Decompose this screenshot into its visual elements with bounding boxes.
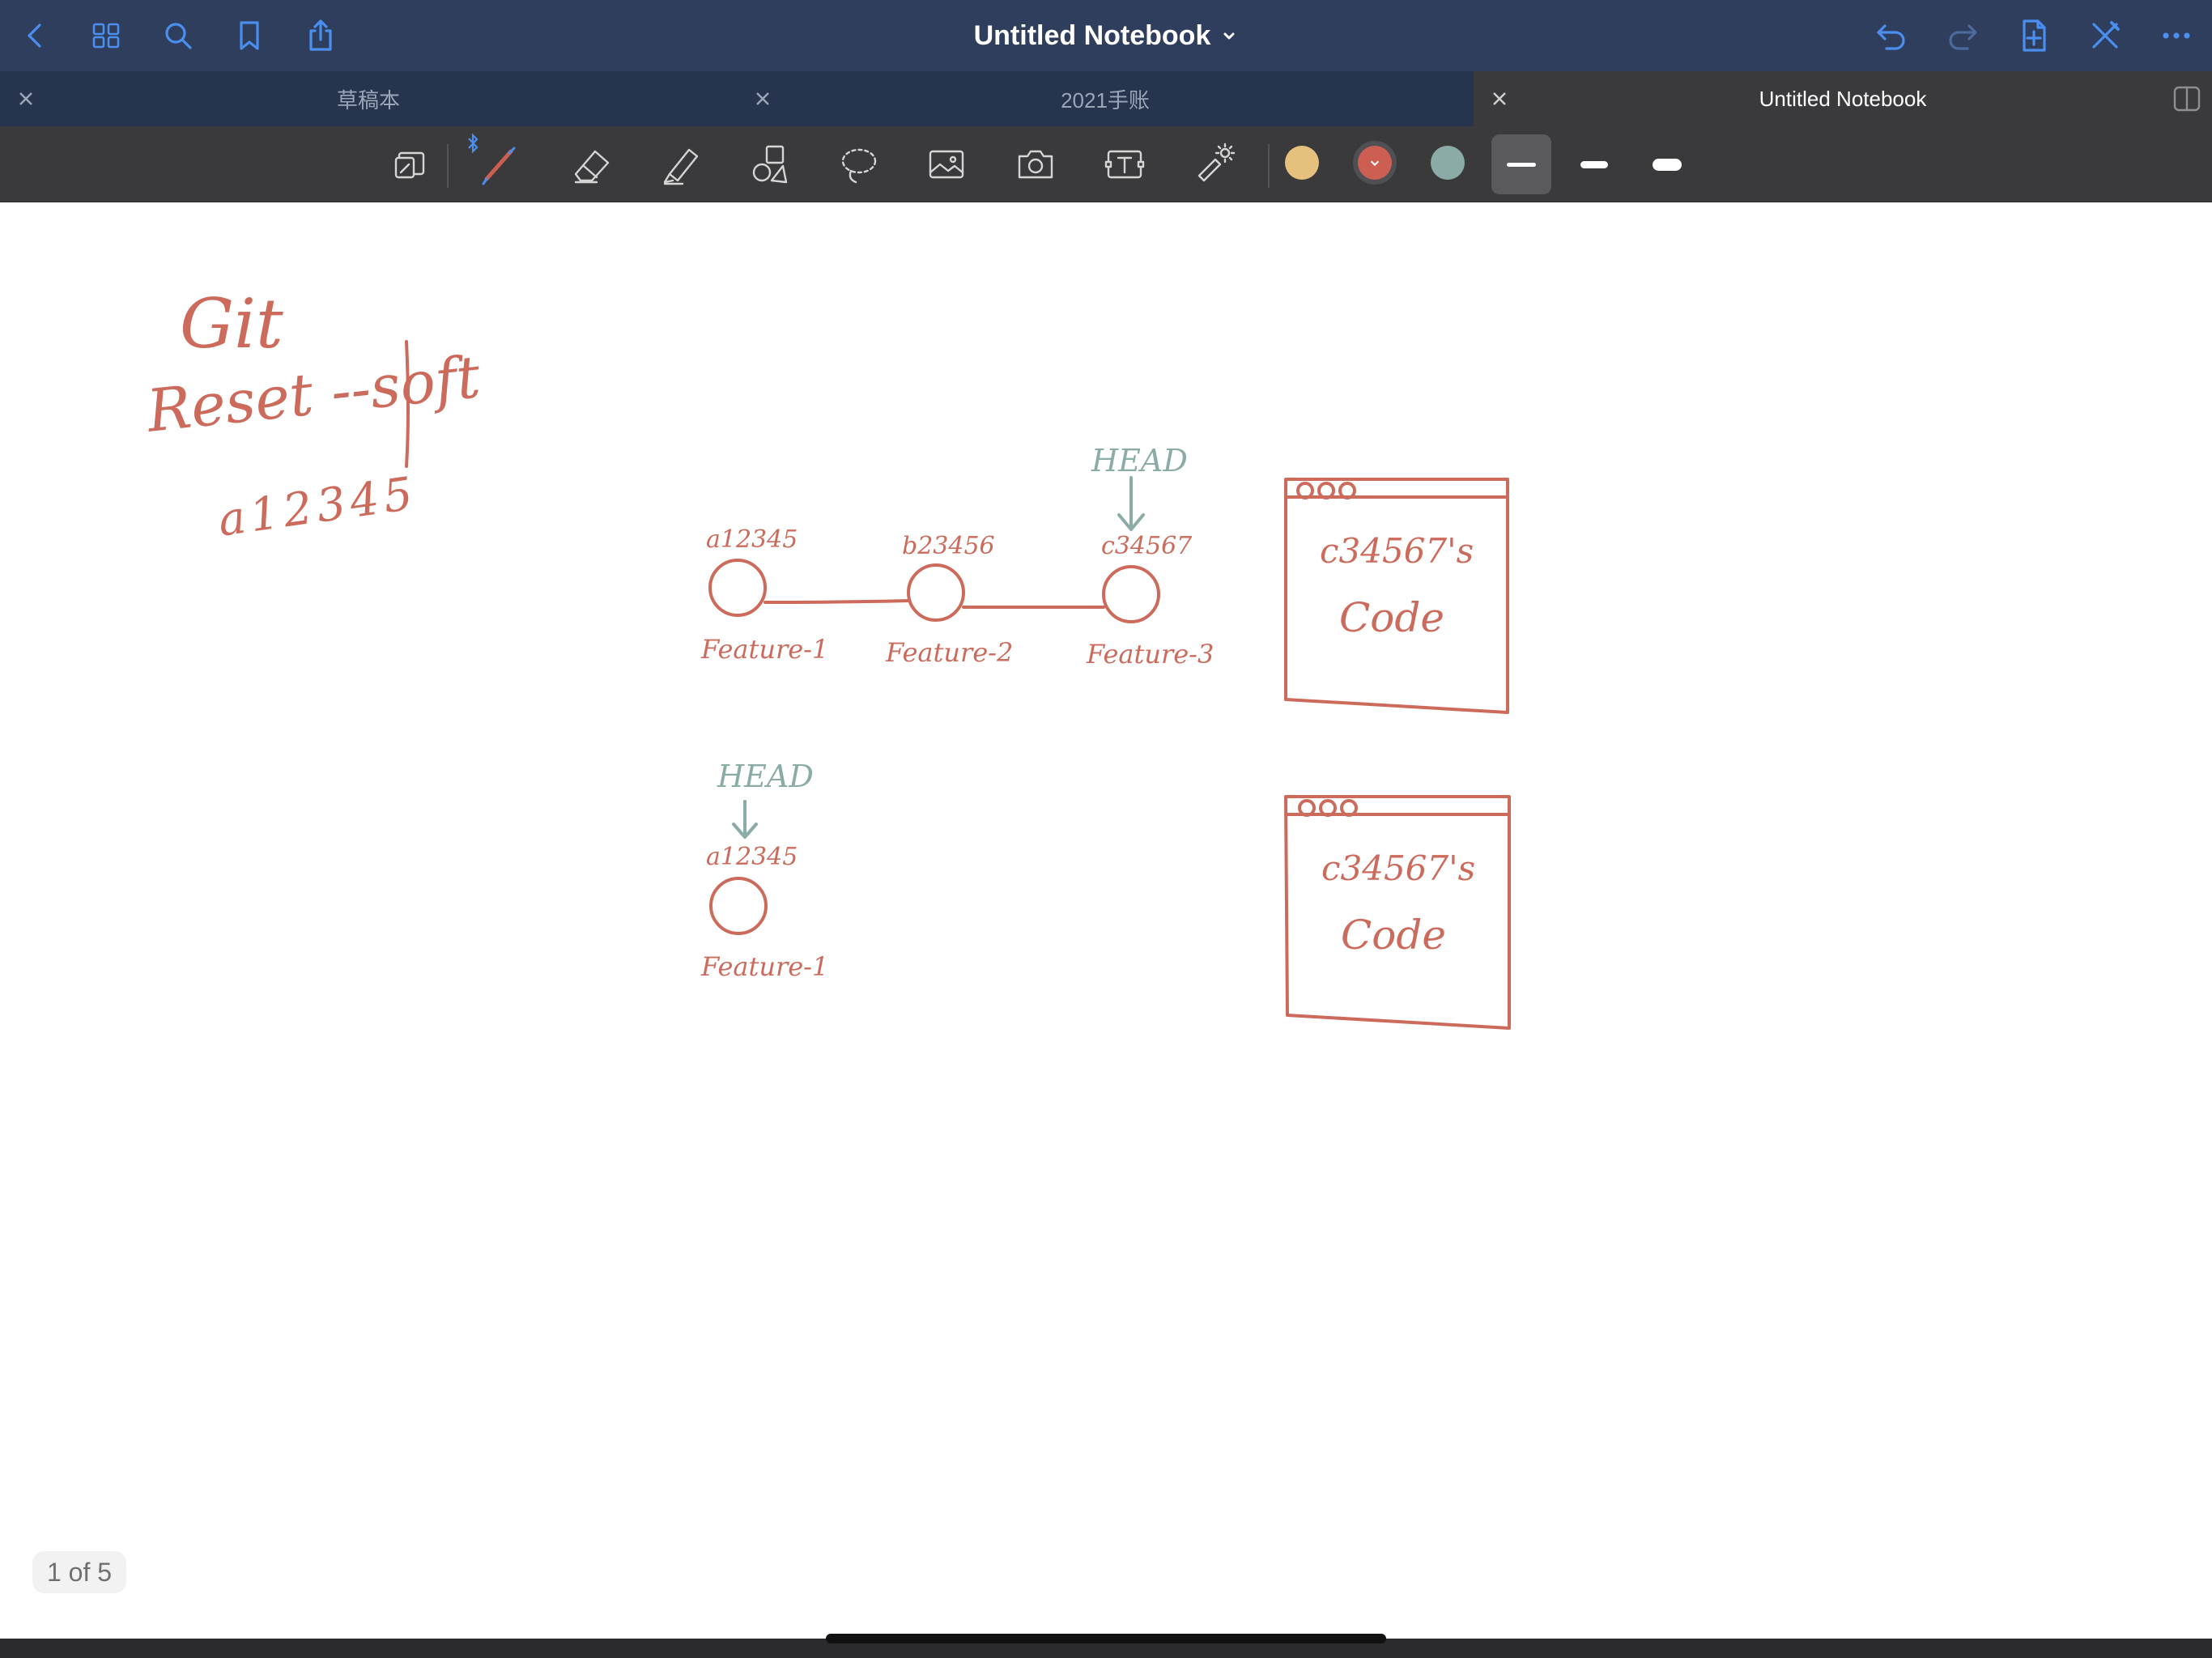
notebook-title-button[interactable]: Untitled Notebook <box>944 0 1268 71</box>
shapes-icon <box>752 145 788 184</box>
eraser-tool[interactable] <box>560 133 623 196</box>
code-window <box>1284 795 1511 1030</box>
close-icon <box>756 92 769 105</box>
notebook-title: Untitled Notebook <box>973 19 1211 51</box>
tab-2021-journal[interactable]: 2021手账 <box>737 71 1474 126</box>
code-window-title: c34567's <box>1321 848 1476 888</box>
commit-link <box>764 599 910 604</box>
notebook-page-canvas[interactable]: Git Reset --soft a12345 a12345 Feature-1… <box>0 202 2212 1639</box>
head-arrow <box>732 800 758 839</box>
code-window-label: Code <box>1339 594 1444 641</box>
tab-label: 草稿本 <box>336 87 400 113</box>
page-indicator[interactable]: 1 of 5 <box>32 1551 126 1593</box>
search-icon <box>165 23 192 49</box>
highlighter-tool[interactable] <box>649 133 713 196</box>
ink-strokes <box>405 340 1511 1030</box>
back-button[interactable] <box>0 0 71 71</box>
chevron-down-icon <box>1223 32 1235 40</box>
lasso-tool[interactable] <box>827 133 891 196</box>
lasso-icon <box>841 148 877 184</box>
head-label: HEAD <box>1091 443 1188 478</box>
commit-node <box>709 877 768 935</box>
read-only-toggle[interactable] <box>379 133 442 196</box>
stroke-width-medium[interactable] <box>1564 134 1624 194</box>
code-window <box>1284 478 1509 714</box>
add-page-button[interactable] <box>1998 0 2069 71</box>
split-view-button[interactable] <box>2173 86 2201 112</box>
close-pen-mode-button[interactable] <box>2069 0 2141 71</box>
back-icon <box>28 23 41 48</box>
commit-hash-label: a12345 <box>706 525 798 554</box>
shapes-tool[interactable] <box>738 133 802 196</box>
tab-close-button[interactable] <box>15 87 37 110</box>
bookmark-button[interactable] <box>214 0 285 71</box>
read-only-toggle-icon <box>394 151 425 179</box>
home-indicator[interactable] <box>826 1634 1386 1643</box>
head-label: HEAD <box>717 759 814 794</box>
code-window-title: c34567's <box>1320 531 1474 571</box>
search-button[interactable] <box>143 0 214 71</box>
close-icon <box>1493 92 1506 105</box>
branch-label: Feature-2 <box>886 637 1014 668</box>
laser-pointer-tool[interactable] <box>1182 133 1245 196</box>
image-icon <box>929 150 964 179</box>
share-icon <box>309 19 332 51</box>
tab-caogaoben[interactable]: 草稿本 <box>0 71 737 126</box>
color-swatch-red[interactable] <box>1358 146 1392 180</box>
commit-node <box>708 559 767 617</box>
branch-label: Feature-1 <box>701 634 829 665</box>
tab-strip: 草稿本 2021手账 Untitled Notebook <box>0 71 2212 126</box>
redo-icon <box>1949 24 1977 50</box>
pen-icon <box>482 147 516 185</box>
split-view-icon <box>2173 86 2201 112</box>
highlighter-icon <box>663 148 699 185</box>
color-swatch-teal[interactable] <box>1431 146 1465 180</box>
chevron-down-icon <box>1370 160 1380 167</box>
thumbnails-button[interactable] <box>71 0 143 71</box>
image-tool[interactable] <box>915 133 978 196</box>
close-pen-icon <box>2092 21 2120 49</box>
ink-stroke <box>405 340 410 468</box>
redo-button[interactable] <box>1927 0 1998 71</box>
commit-node <box>907 563 965 622</box>
camera-tool[interactable] <box>1004 133 1067 196</box>
note-git: Git <box>180 284 283 363</box>
commit-hash-label: a12345 <box>706 843 798 871</box>
text-box-tool[interactable] <box>1093 133 1156 196</box>
undo-button[interactable] <box>1856 0 1927 71</box>
close-icon <box>19 92 32 105</box>
add-page-icon <box>2023 19 2046 52</box>
tab-label: Untitled Notebook <box>1759 86 1927 111</box>
tab-untitled-notebook[interactable]: Untitled Notebook <box>1474 71 2212 126</box>
share-button[interactable] <box>285 0 356 71</box>
bluetooth-icon <box>468 133 479 154</box>
commit-hash-label: c34567 <box>1101 532 1193 560</box>
top-navigation-bar: Untitled Notebook <box>0 0 2212 71</box>
branch-label: Feature-1 <box>701 951 829 982</box>
commit-node <box>1102 565 1160 623</box>
more-button[interactable] <box>2141 0 2212 71</box>
color-swatch-yellow[interactable] <box>1285 146 1319 180</box>
tab-close-button[interactable] <box>1488 87 1511 110</box>
stroke-width-thick[interactable] <box>1637 134 1697 194</box>
code-window-label: Code <box>1341 912 1446 959</box>
head-arrow <box>1117 476 1145 531</box>
bookmark-icon <box>240 21 259 50</box>
tab-label: 2021手账 <box>1061 87 1150 113</box>
commit-hash-label: b23456 <box>902 532 995 560</box>
laser-pointer-icon <box>1197 142 1236 182</box>
text-box-icon <box>1104 150 1145 179</box>
camera-icon <box>1018 150 1053 179</box>
tab-close-button[interactable] <box>751 87 774 110</box>
eraser-icon <box>574 150 610 184</box>
more-icon <box>2163 32 2190 39</box>
branch-label: Feature-3 <box>1087 639 1214 670</box>
undo-icon <box>1877 24 1905 50</box>
stroke-width-thin[interactable] <box>1491 134 1551 194</box>
drawing-toolbar <box>0 126 2212 202</box>
pen-tool[interactable] <box>468 133 531 196</box>
grid-icon <box>92 23 120 49</box>
